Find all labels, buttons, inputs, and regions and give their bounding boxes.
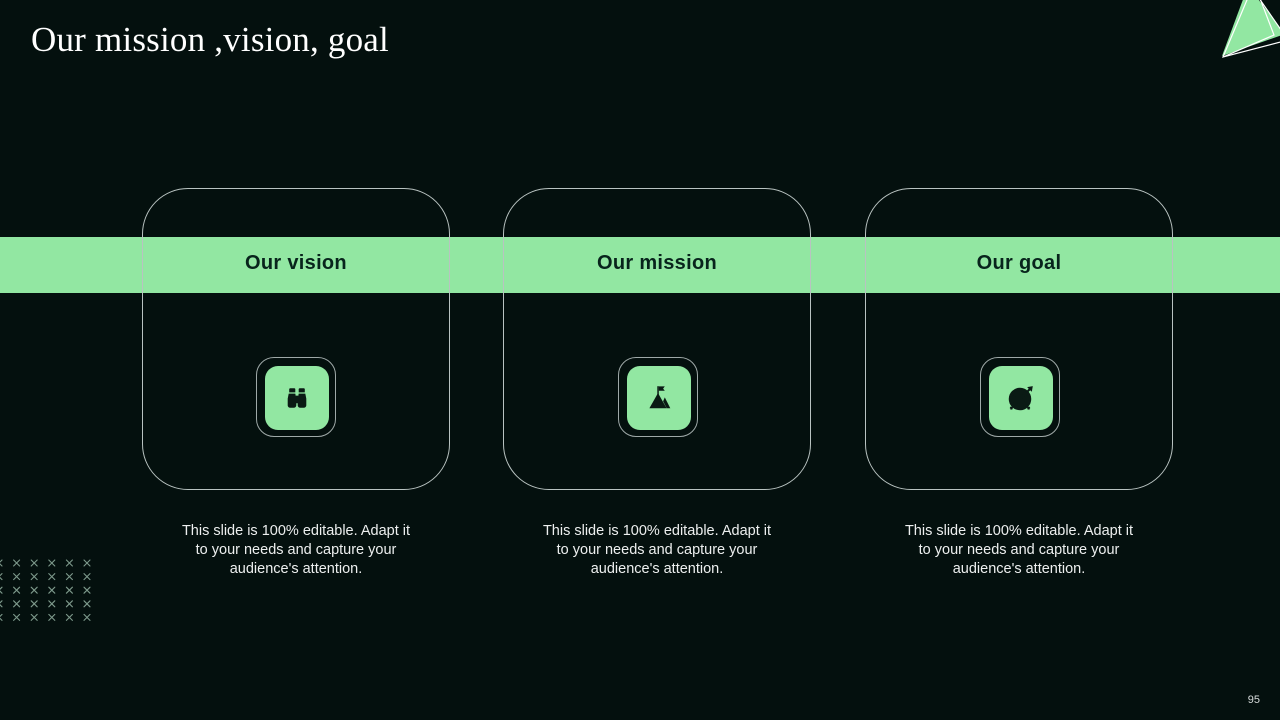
target-arrow-icon bbox=[989, 366, 1053, 430]
card-our-vision[interactable] bbox=[142, 188, 450, 490]
card-body-our-goal: This slide is 100% editable. Adapt it to… bbox=[904, 523, 1134, 577]
icon-ring-our-goal bbox=[980, 357, 1060, 437]
mountain-flag-icon bbox=[627, 366, 691, 430]
card-heading-our-mission: Our mission bbox=[597, 252, 717, 274]
page-title: Our mission ,vision, goal bbox=[31, 20, 389, 59]
card-heading-our-vision: Our vision bbox=[245, 252, 347, 274]
icon-ring-our-mission bbox=[618, 357, 698, 437]
card-body-our-vision: This slide is 100% editable. Adapt it to… bbox=[181, 523, 411, 577]
binoculars-icon bbox=[265, 366, 329, 430]
accent-band bbox=[0, 237, 1280, 293]
card-our-goal[interactable] bbox=[865, 188, 1173, 490]
card-our-mission[interactable] bbox=[503, 188, 811, 490]
x-mark-grid bbox=[0, 556, 96, 628]
page-number: 95 bbox=[1247, 694, 1260, 706]
icon-ring-our-vision bbox=[256, 357, 336, 437]
card-body-our-mission: This slide is 100% editable. Adapt it to… bbox=[542, 523, 772, 577]
card-heading-our-goal: Our goal bbox=[976, 252, 1062, 274]
triangle-corner-graphic bbox=[1190, 0, 1280, 70]
